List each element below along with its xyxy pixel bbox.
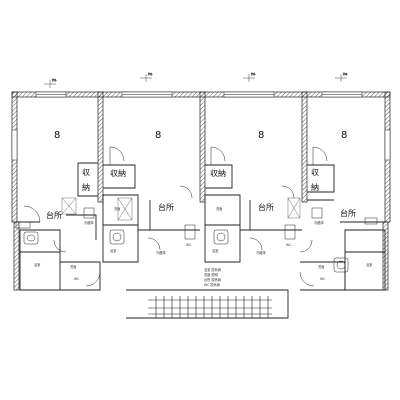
unit-2-kitchen: 台所 [158,202,174,212]
unit-3-tatami: 8 [258,130,264,141]
unit-3-fridge: 冷蔵庫 [256,250,266,255]
legend-line-3: 台所 換気扇 [204,277,221,282]
unit-1-fridge: 冷蔵庫 [84,220,94,225]
unit-4-storage-2: 納 [311,182,319,192]
unit-2-storage-1: 収 [110,168,118,178]
unit-3-bath: 浴室 [212,248,218,253]
svg-text:ﾜﾝﾄ: ﾜﾝﾄ [148,72,153,76]
legend-line-2: 洗面 照明 [204,272,218,277]
doors [23,146,328,287]
unit-1-bath: 浴室 [34,262,40,267]
closet-marks [61,197,301,221]
side-windows [11,129,391,161]
svg-text:ﾜﾝﾄ: ﾜﾝﾄ [343,72,348,76]
unit-4-bath: 浴室 [366,262,372,267]
unit-4-kitchen: 台所 [340,208,356,218]
top-window-markers: ﾜﾝﾄ ﾜﾝﾄ ﾜﾝﾄ ﾜﾝﾄ [44,72,348,88]
unit-4-storage-1: 収 [311,167,319,177]
unit-3-washroom: 洗面 [216,206,222,211]
fixtures [15,207,378,273]
unit-2-washroom: 洗面 [114,206,120,211]
top-windows [35,91,363,98]
unit-4-washroom: 洗面 [318,264,324,269]
unit-2-bath: 浴室 [110,248,116,253]
unit-2-wc: WC [186,243,192,247]
unit-4-wc: WC [320,277,326,281]
unit-1-washroom: 洗面 [70,264,76,269]
unit-4-tatami: 8 [341,130,347,141]
stairs [148,296,272,318]
svg-text:ﾜﾝﾄ: ﾜﾝﾄ [251,72,256,76]
unit-4-fridge: 冷蔵庫 [314,220,324,225]
unit-3-storage-1: 収 [210,168,218,178]
unit-1-storage-2: 納 [82,182,90,192]
unit-3-storage-2: 納 [218,168,226,178]
unit-2-tatami: 8 [155,130,161,141]
legend-line-1: 浴室 換気扇 [204,267,221,272]
unit-1-kitchen: 台所 [46,210,62,220]
unit-1-wc: WC [74,277,80,281]
unit-2-storage-2: 納 [118,168,126,178]
unit-1-tatami: 8 [54,130,60,141]
unit-1-storage-1: 収 [82,167,90,177]
unit-3-wc: WC [286,243,292,247]
interior-walls [17,162,386,319]
legend: 浴室 換気扇 洗面 照明 台所 換気扇 WC 換気扇 [204,267,221,287]
exterior-walls [11,91,391,291]
unit-2-fridge: 冷蔵庫 [156,250,166,255]
svg-text:ﾜﾝﾄ: ﾜﾝﾄ [52,78,57,82]
unit-3-kitchen: 台所 [258,202,274,212]
legend-line-4: WC 換気扇 [204,282,220,287]
